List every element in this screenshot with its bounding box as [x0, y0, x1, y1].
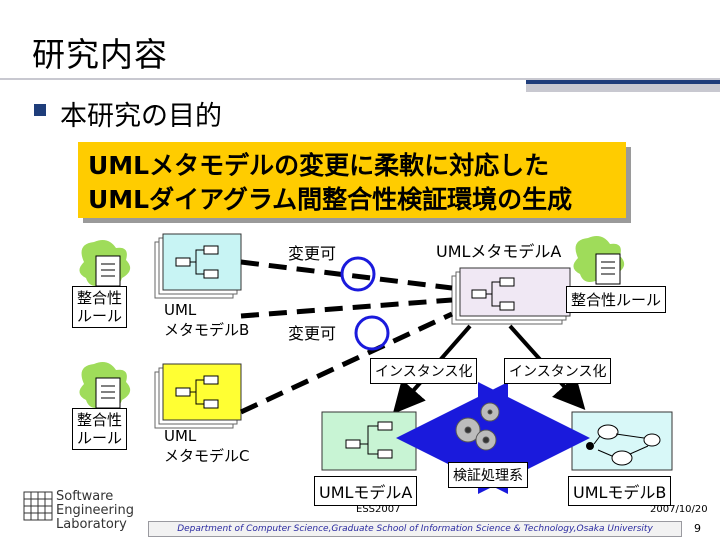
rule-label-left-1: 整合性 ルール	[72, 286, 128, 328]
rule-document-icon-left-2	[79, 362, 131, 409]
rule-document-icon-left-1	[79, 240, 131, 287]
metamodel-b-stack	[154, 233, 242, 299]
rule-label-left-2: 整合性 ルール	[72, 408, 128, 450]
footer-date: 2007/10/20	[650, 504, 708, 515]
logo-line-2: Engineering	[56, 503, 134, 518]
header-bar-line	[0, 78, 720, 80]
change-circle-1	[340, 256, 376, 292]
metamodel-c-label: UML メタモデルC	[164, 427, 250, 465]
checker-label: 検証処理系	[448, 462, 528, 488]
logo-line-3: Laboratory	[56, 517, 127, 532]
instantiate-label-2: インスタンス化	[504, 358, 612, 384]
rule-label-right: 整合性ルール	[566, 286, 667, 313]
change-label-2: 変更可	[288, 324, 337, 343]
goal-line-1: UMLメタモデルの変更に柔軟に対応した	[88, 151, 550, 180]
rule-document-icon-right	[573, 236, 625, 285]
instantiate-label-1: インスタンス化	[370, 358, 478, 384]
bullet-text: 本研究の目的	[60, 101, 222, 132]
slide-number: 9	[694, 522, 701, 535]
change-label-1: 変更可	[288, 244, 337, 263]
metamodel-b-label: UML メタモデルB	[164, 301, 250, 339]
logo-line-1: Software	[56, 489, 114, 504]
goal-box	[78, 142, 626, 218]
lab-logo-icon	[23, 491, 53, 521]
dashed-link-c	[239, 311, 454, 415]
model-b-label: UMLモデルB	[568, 476, 672, 506]
footer-department: Department of Computer Science,Graduate …	[148, 521, 682, 537]
metamodel-c-stack	[154, 363, 242, 429]
goal-line-2: UMLダイアグラム間整合性検証環境の生成	[88, 185, 573, 214]
uml-model-b-box	[571, 411, 673, 471]
bullet-marker	[34, 104, 46, 116]
footer-left-text: ESS2007	[356, 504, 401, 515]
lab-logo-text: Software Engineering Laboratory	[56, 490, 134, 532]
dashed-link-b-upper	[240, 259, 453, 291]
metamodel-a-stack	[451, 267, 571, 325]
change-circle-2	[354, 315, 390, 351]
slide-title: 研究内容	[32, 35, 168, 74]
dashed-link-b-lower	[240, 297, 453, 319]
uml-model-a-box	[321, 411, 417, 471]
gear-icon	[455, 402, 500, 451]
model-a-label: UMLモデルA	[314, 476, 418, 506]
metamodel-a-label: UMLメタモデルA	[436, 242, 562, 261]
header-bar-blue	[526, 80, 720, 84]
